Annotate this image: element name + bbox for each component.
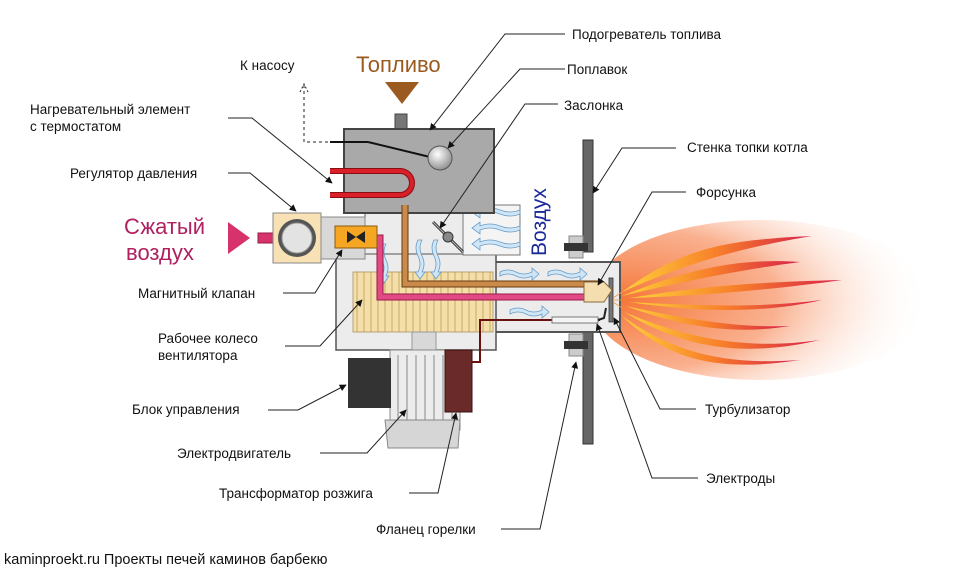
label-burner-flange: Фланец горелки: [376, 522, 476, 537]
footer-caption: kaminproekt.ru Проекты печей каминов бар…: [4, 552, 328, 568]
electrodes: [551, 316, 599, 324]
label-fan-wheel-line2: вентилятора: [158, 348, 238, 363]
compressed-air-title-line2: воздух: [126, 240, 194, 265]
damper: [431, 220, 465, 254]
label-control-unit: Блок управления: [132, 402, 240, 417]
label-float: Поплавок: [567, 62, 627, 77]
to-pump-label: К насосу: [240, 58, 295, 73]
ignition-transformer: [444, 349, 473, 413]
label-nozzle: Форсунка: [696, 185, 756, 200]
label-heating-element-line2: с термостатом: [30, 119, 121, 134]
label-magnetic-valve: Магнитный клапан: [138, 286, 255, 301]
fuel-inlet-icon: [385, 82, 419, 104]
label-fan-wheel-line1: Рабочее колесо: [158, 331, 258, 346]
label-pressure-regulator: Регулятор давления: [70, 166, 197, 181]
fuel-heater-tank: [330, 113, 495, 214]
fuel-title: Топливо: [356, 52, 441, 77]
label-boiler-wall: Стенка топки котла: [687, 140, 808, 155]
compressed-air-inlet-icon: [228, 222, 250, 254]
magnetic-valve: [334, 225, 378, 249]
label-heating-element-line1: Нагревательный элемент: [30, 102, 190, 117]
air-flow-arrows: [378, 205, 588, 319]
label-fuel-heater: Подогреватель топлива: [572, 27, 722, 42]
leader-lines: [228, 33, 698, 530]
label-ignition-transformer: Трансформатор розжига: [219, 486, 373, 501]
air-title: Воздух: [528, 188, 551, 256]
ignition-wire: [472, 319, 600, 363]
flame: [590, 220, 930, 380]
to-pump-line: [303, 85, 330, 143]
label-turbulator: Турбулизатор: [705, 402, 790, 417]
label-electrodes: Электроды: [706, 471, 775, 486]
label-motor: Электродвигатель: [177, 446, 291, 461]
compressed-air-title-line1: Сжатый: [124, 214, 205, 239]
label-damper: Заслонка: [564, 98, 624, 113]
control-unit: [348, 358, 391, 408]
